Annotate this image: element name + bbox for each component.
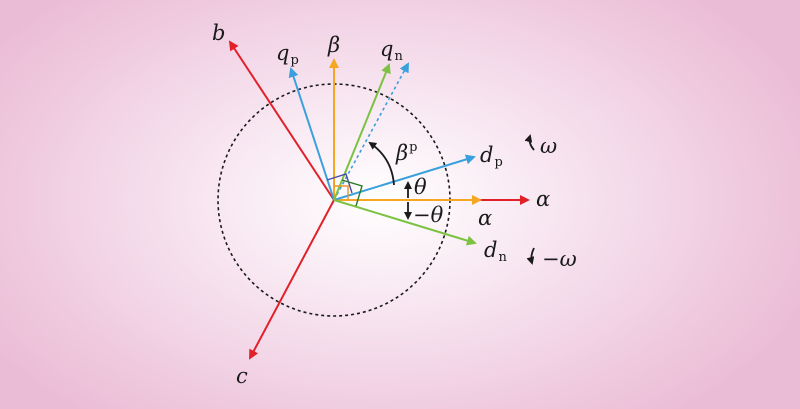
b-axis xyxy=(228,40,335,201)
omega-rotation-arrow xyxy=(524,134,535,151)
beta-axis-label: β xyxy=(327,33,340,57)
qp-projection-dashed xyxy=(333,62,409,201)
dp-label: dp xyxy=(480,143,503,170)
right-angle-marker-negative xyxy=(341,179,363,207)
dn-vector xyxy=(333,199,477,246)
dp-vector xyxy=(333,154,476,201)
beta-p-label: βp xyxy=(395,140,417,165)
neg-omega-rotation-arrow xyxy=(526,247,535,265)
alpha-axis-label: α xyxy=(536,187,550,211)
alpha-vector-label: α xyxy=(478,206,492,230)
dn-label: dn xyxy=(484,238,507,265)
c-axis-label: c xyxy=(236,364,248,388)
right-angle-marker-positive xyxy=(326,173,353,194)
qp-vector xyxy=(288,67,335,201)
theta-label: θ xyxy=(414,175,427,199)
omega-label: ω xyxy=(540,134,557,158)
neg-omega-label: −ω xyxy=(542,247,577,271)
qp-label: qp xyxy=(276,41,299,68)
qn-vector xyxy=(333,63,391,201)
b-axis-label: b xyxy=(212,21,225,45)
neg-theta-label: −θ xyxy=(413,203,444,227)
qn-label: qn xyxy=(380,37,403,64)
c-axis xyxy=(249,199,335,360)
beta-p-angle-arc xyxy=(368,141,395,186)
right-angle-marker-alpha-beta xyxy=(334,185,349,200)
